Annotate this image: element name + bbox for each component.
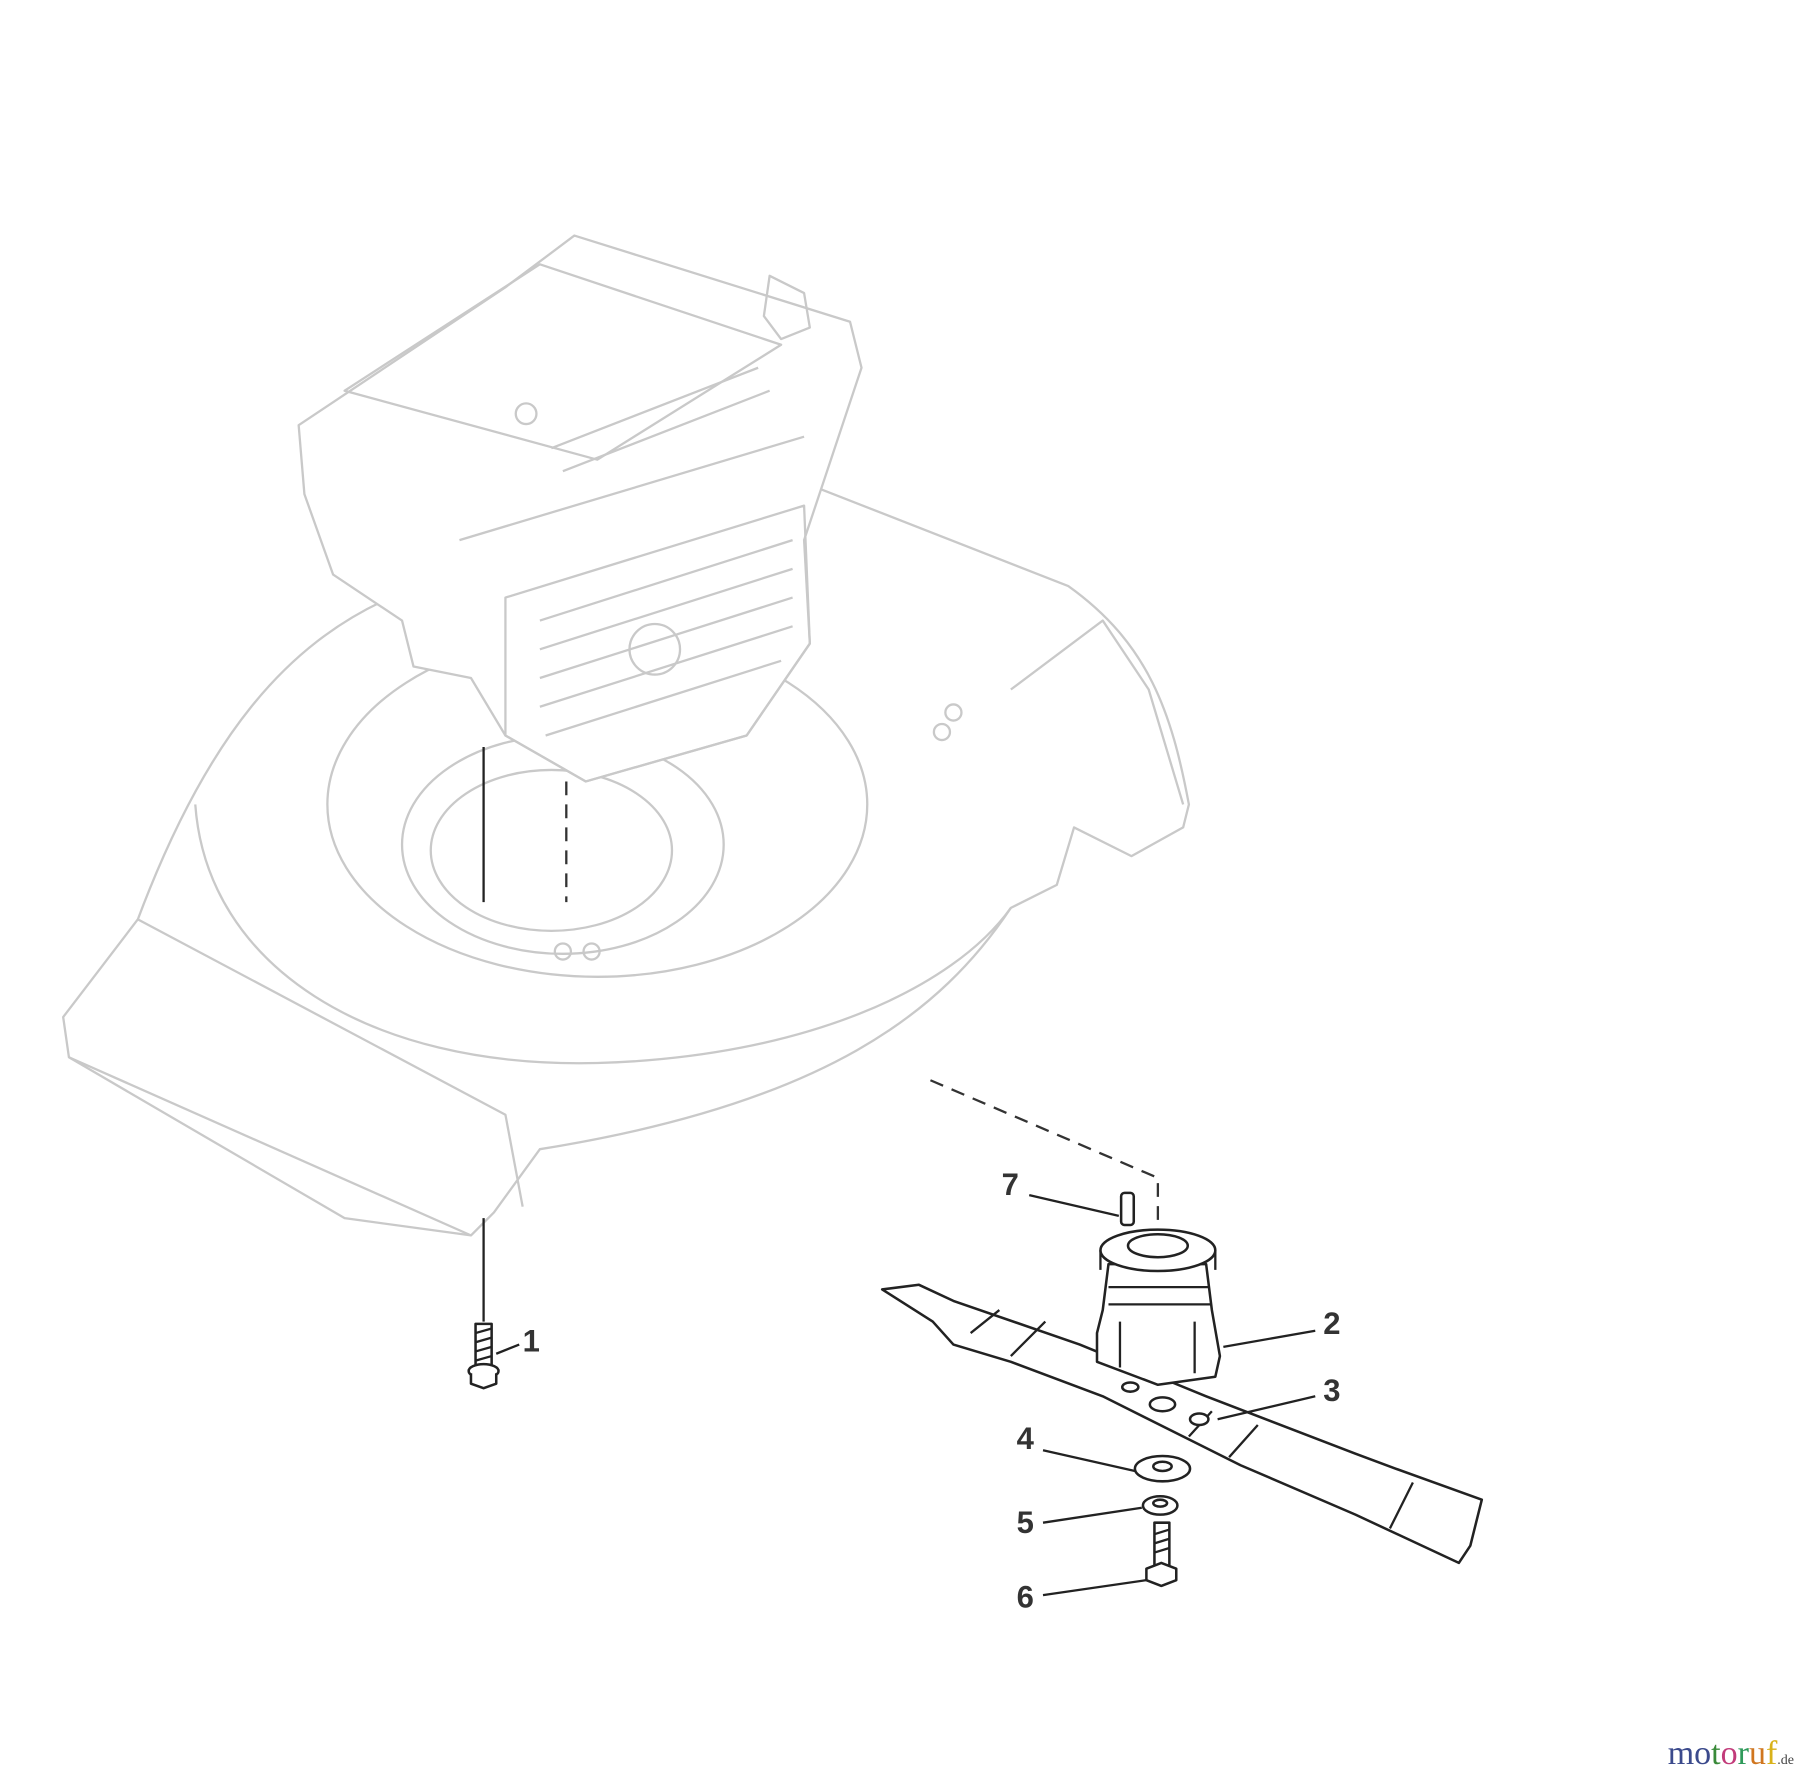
part-4-washer [1133, 1454, 1192, 1483]
part-5-lock-washer [1141, 1494, 1179, 1516]
part-1-bolt [467, 1322, 500, 1390]
engine [297, 234, 863, 783]
callout-4: 4 [1017, 1421, 1035, 1456]
logo-letter: r [1737, 1735, 1749, 1772]
logo-letter: t [1711, 1735, 1721, 1772]
part-6-bolt [1145, 1521, 1178, 1588]
callout-5: 5 [1017, 1505, 1034, 1540]
motoruf-watermark-logo: motoruf.de [1668, 1735, 1794, 1773]
logo-letter: m [1667, 1735, 1695, 1772]
callout-3: 3 [1323, 1373, 1340, 1408]
part-2-adapter [1095, 1228, 1222, 1387]
logo-letter: u [1748, 1735, 1766, 1772]
assembly-line-adapter [929, 1079, 1160, 1230]
callout-6: 6 [1017, 1580, 1034, 1615]
callout-1: 1 [523, 1323, 540, 1358]
logo-suffix: .de [1777, 1753, 1794, 1768]
mower-deck [62, 481, 1191, 1237]
callout-7: 7 [1002, 1167, 1019, 1202]
logo-letter: f [1765, 1735, 1778, 1772]
logo-letter: o [1694, 1735, 1712, 1772]
callout-2: 2 [1323, 1306, 1340, 1341]
part-3-blade [880, 1283, 1484, 1565]
part-7-key [1119, 1191, 1136, 1227]
engine-fins [539, 366, 793, 737]
logo-letter: o [1720, 1735, 1738, 1772]
